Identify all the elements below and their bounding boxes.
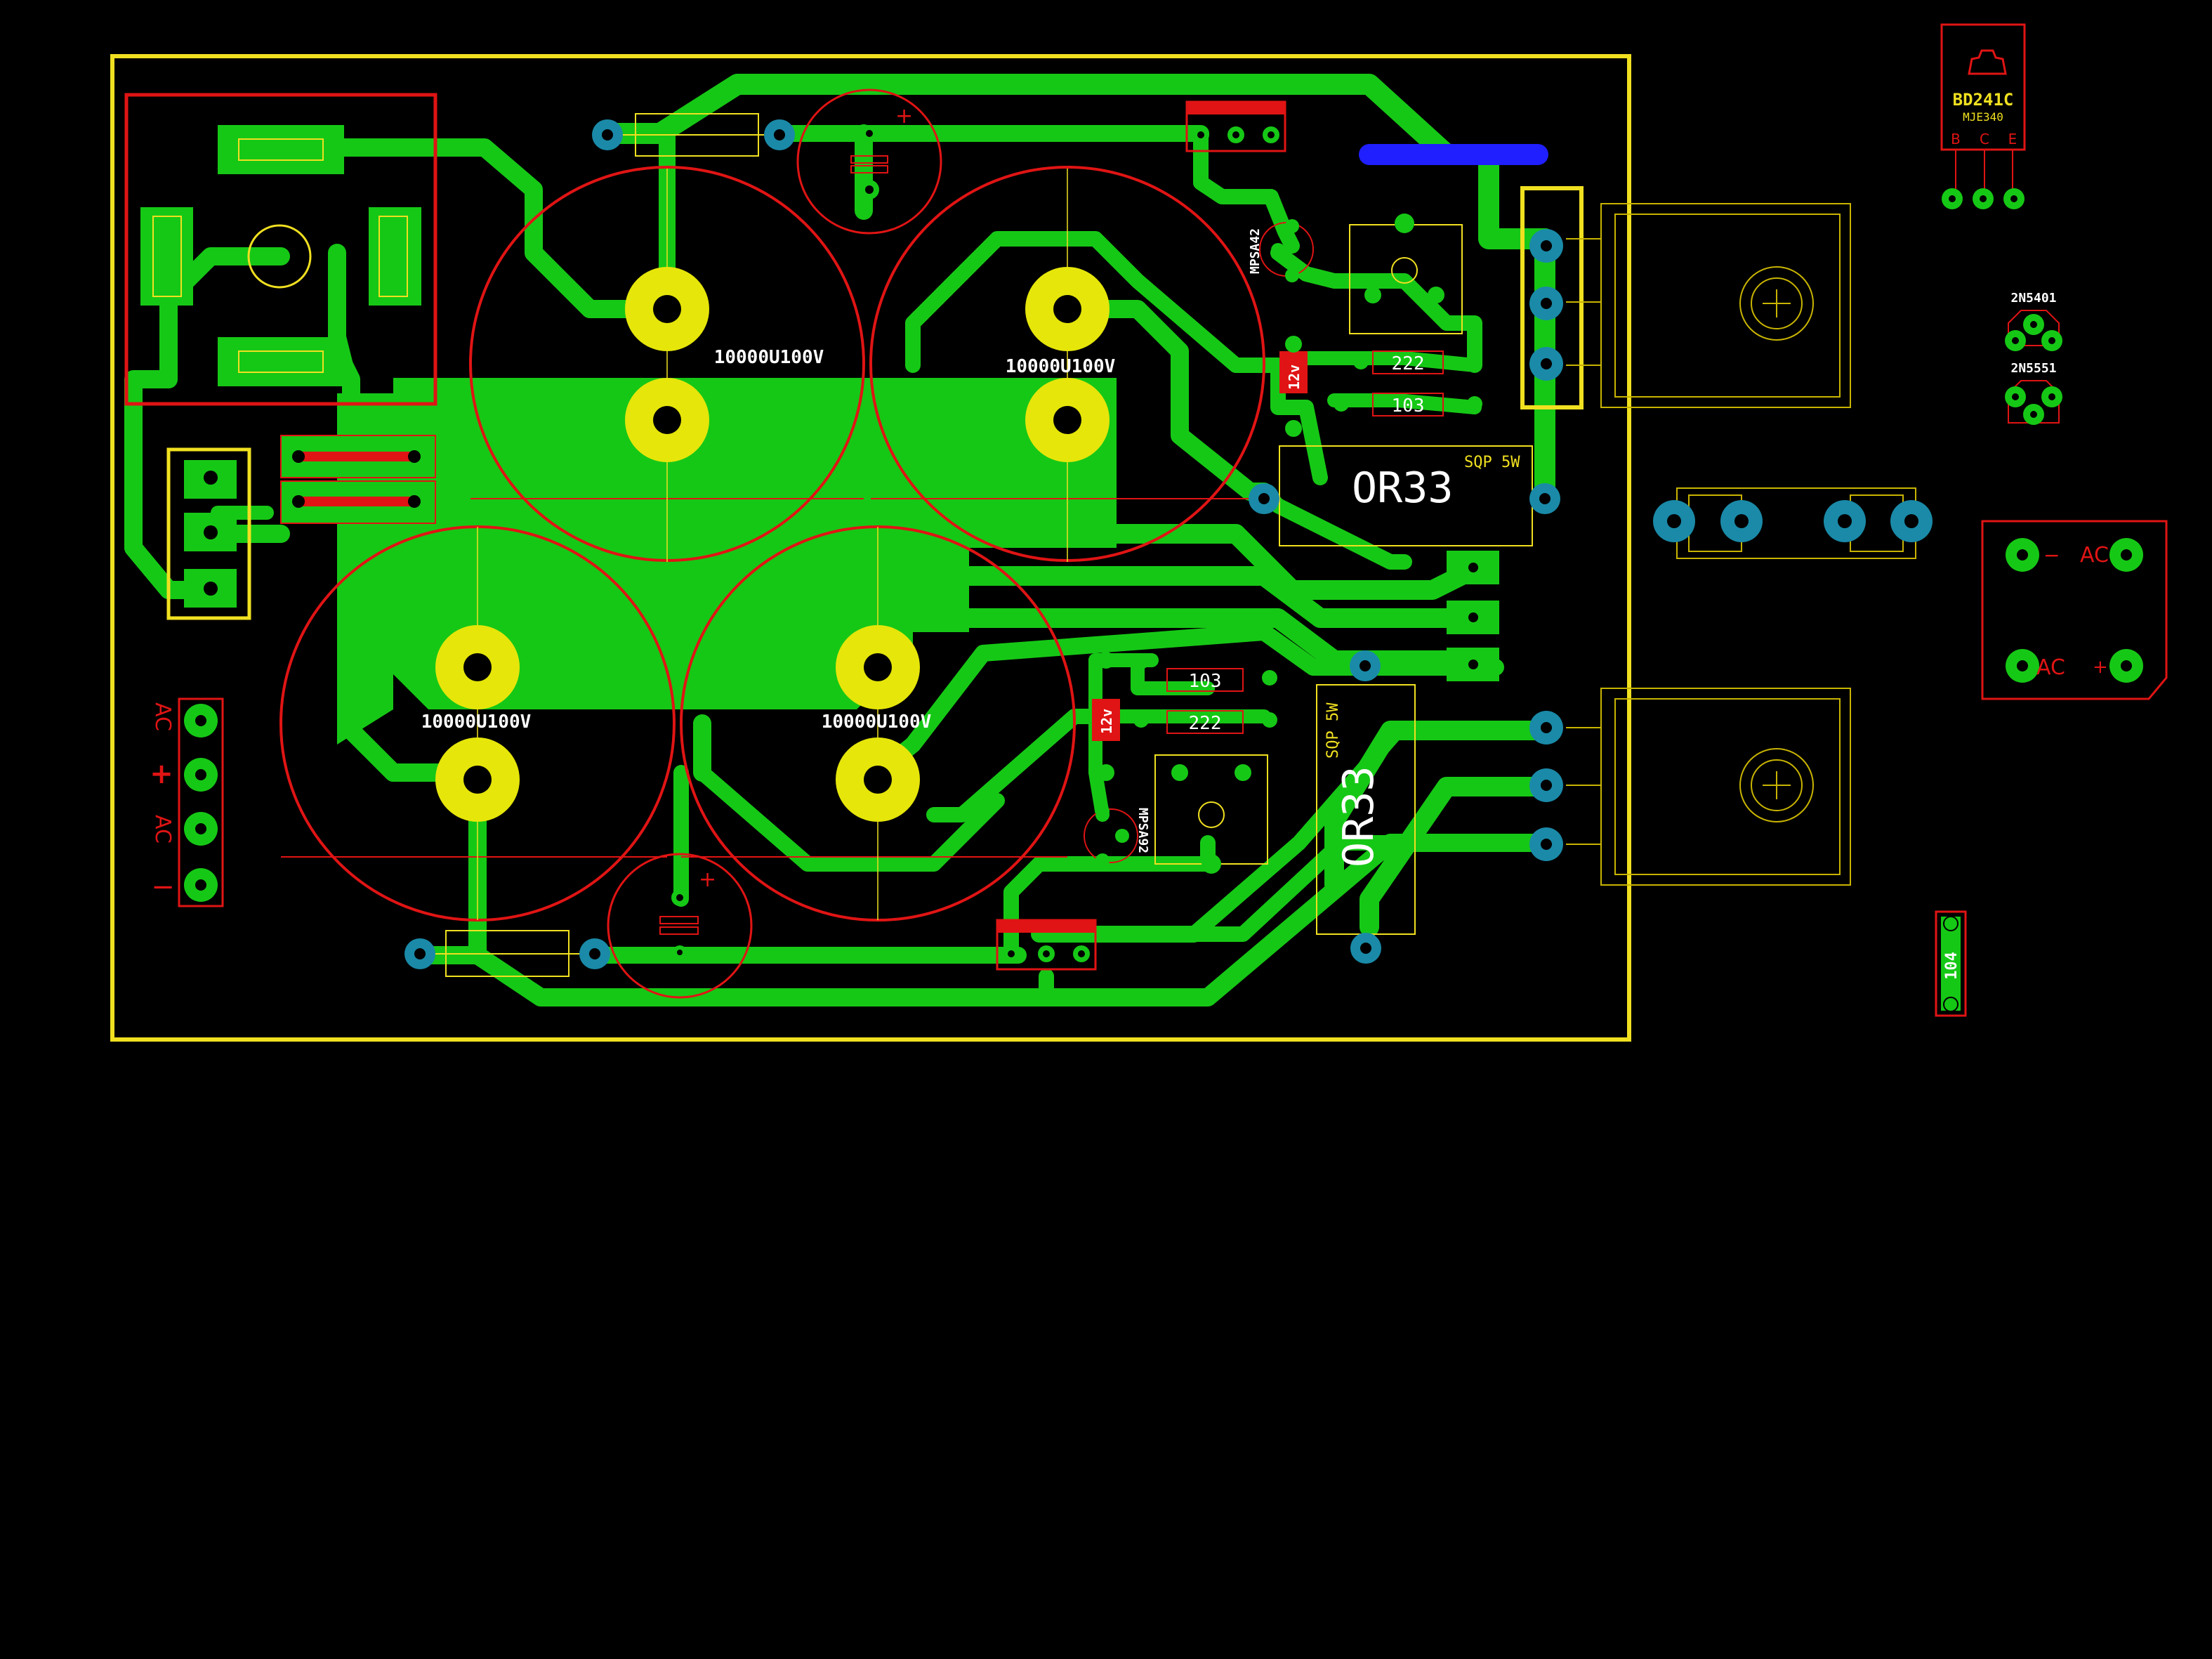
regulator-ic-top	[1185, 100, 1286, 152]
power-resistor-value: OR33	[1334, 766, 1383, 868]
regulator-ic-bottom	[996, 919, 1097, 971]
resistor-103-bottom: 103	[1133, 654, 1277, 692]
resistor-value: 103	[1189, 671, 1222, 692]
electrolytic-cap-top: +	[796, 88, 942, 235]
capacitor-label: 10000U100V	[1006, 356, 1116, 377]
polarity-plus: +	[895, 104, 913, 129]
part-name: BD241C	[1953, 90, 2014, 110]
part-2n5551: 2N5551	[2005, 361, 2062, 425]
capacitor-top-left: 10000U100V	[469, 166, 865, 562]
resistor-103-top: 103	[1334, 393, 1482, 417]
capacitor-top-right: 10000U100V	[869, 166, 1265, 562]
terminal-label-minus: −	[151, 871, 175, 903]
power-resistor-rating: SQP 5W	[1464, 454, 1520, 471]
part-bridge-rectifier: − AC AC +	[1981, 520, 2168, 700]
input-terminal-block: AC + AC −	[150, 697, 224, 907]
capacitor-bottom-left: 10000U100V	[279, 525, 676, 922]
power-resistor-top: SQP 5W OR33	[1249, 445, 1560, 546]
bridge-label-ac: AC	[2036, 655, 2065, 680]
transistor-mpsa92: MPSA92	[1084, 804, 1150, 867]
pin-label: C	[1980, 131, 1989, 147]
capacitor-label: 10000U100V	[421, 712, 532, 733]
axial-resistor-bottom	[404, 930, 610, 977]
polarity-plus: +	[699, 867, 716, 892]
power-resistor-value: OR33	[1352, 464, 1454, 513]
terminal-label-ac: AC	[150, 702, 175, 731]
part-name: 2N5551	[2010, 361, 2056, 376]
heatsink-bottom	[1566, 688, 1851, 886]
output-pads-middle	[1350, 551, 1499, 681]
part-bd241c: BD241C MJE340 B C E	[1940, 23, 2026, 209]
input-connector-left	[166, 447, 251, 620]
resistor-222-bottom: 222	[1133, 710, 1277, 734]
board-outline	[110, 54, 1631, 1042]
output-connector-top	[1520, 186, 1584, 409]
part-2n5401: 2N5401	[2005, 291, 2062, 351]
terminal-label-ac: AC	[150, 815, 175, 844]
resistor-222-top: 222	[1353, 350, 1482, 374]
resistor-value: 222	[1189, 713, 1222, 734]
bridge-rectifier	[124, 93, 437, 406]
axial-resistor-top	[592, 113, 795, 157]
output-connector-bottom	[1529, 711, 1563, 861]
power-resistor-rating: SQP 5W	[1324, 702, 1342, 759]
zener-label: 12v	[1098, 709, 1115, 734]
trimmer-bottom	[1154, 754, 1268, 874]
transistor-label: MPSA92	[1135, 808, 1150, 853]
pin-label: B	[1951, 131, 1961, 147]
zener-top: 12v	[1279, 336, 1308, 437]
zener-bottom: 12v	[1092, 652, 1120, 781]
part-name: 2N5401	[2010, 291, 2056, 306]
part-cap-104: 104	[1935, 910, 1967, 1017]
trimmer-top	[1349, 214, 1463, 334]
part-alt-name: MJE340	[1963, 110, 2003, 124]
capacitor-bottom-right: 10000U100V	[680, 525, 1076, 922]
transistor-mpsa42: MPSA42	[1248, 219, 1314, 282]
copper-pour	[393, 378, 1117, 709]
capacitor-label: 10000U100V	[822, 712, 932, 733]
transistor-label: MPSA42	[1248, 228, 1263, 274]
power-resistor-bottom: SQP 5W OR33	[1316, 684, 1416, 964]
terminal-label-plus: +	[150, 758, 173, 790]
part-value: 104	[1943, 952, 1961, 980]
electrolytic-cap-bottom: +	[607, 853, 753, 999]
pin-label: E	[2008, 131, 2017, 147]
resistor-value: 222	[1392, 353, 1425, 374]
heatsink-top	[1566, 203, 1851, 408]
bridge-label-minus: −	[2043, 544, 2060, 567]
bridge-label-plus: +	[2093, 657, 2108, 678]
zener-label: 12v	[1286, 365, 1303, 390]
jumper-wires	[280, 435, 436, 524]
capacitor-label: 10000U100V	[714, 347, 824, 368]
part-fuse-holder	[1653, 487, 1933, 559]
resistor-value: 103	[1392, 395, 1425, 417]
bridge-label-ac: AC	[2080, 543, 2109, 568]
